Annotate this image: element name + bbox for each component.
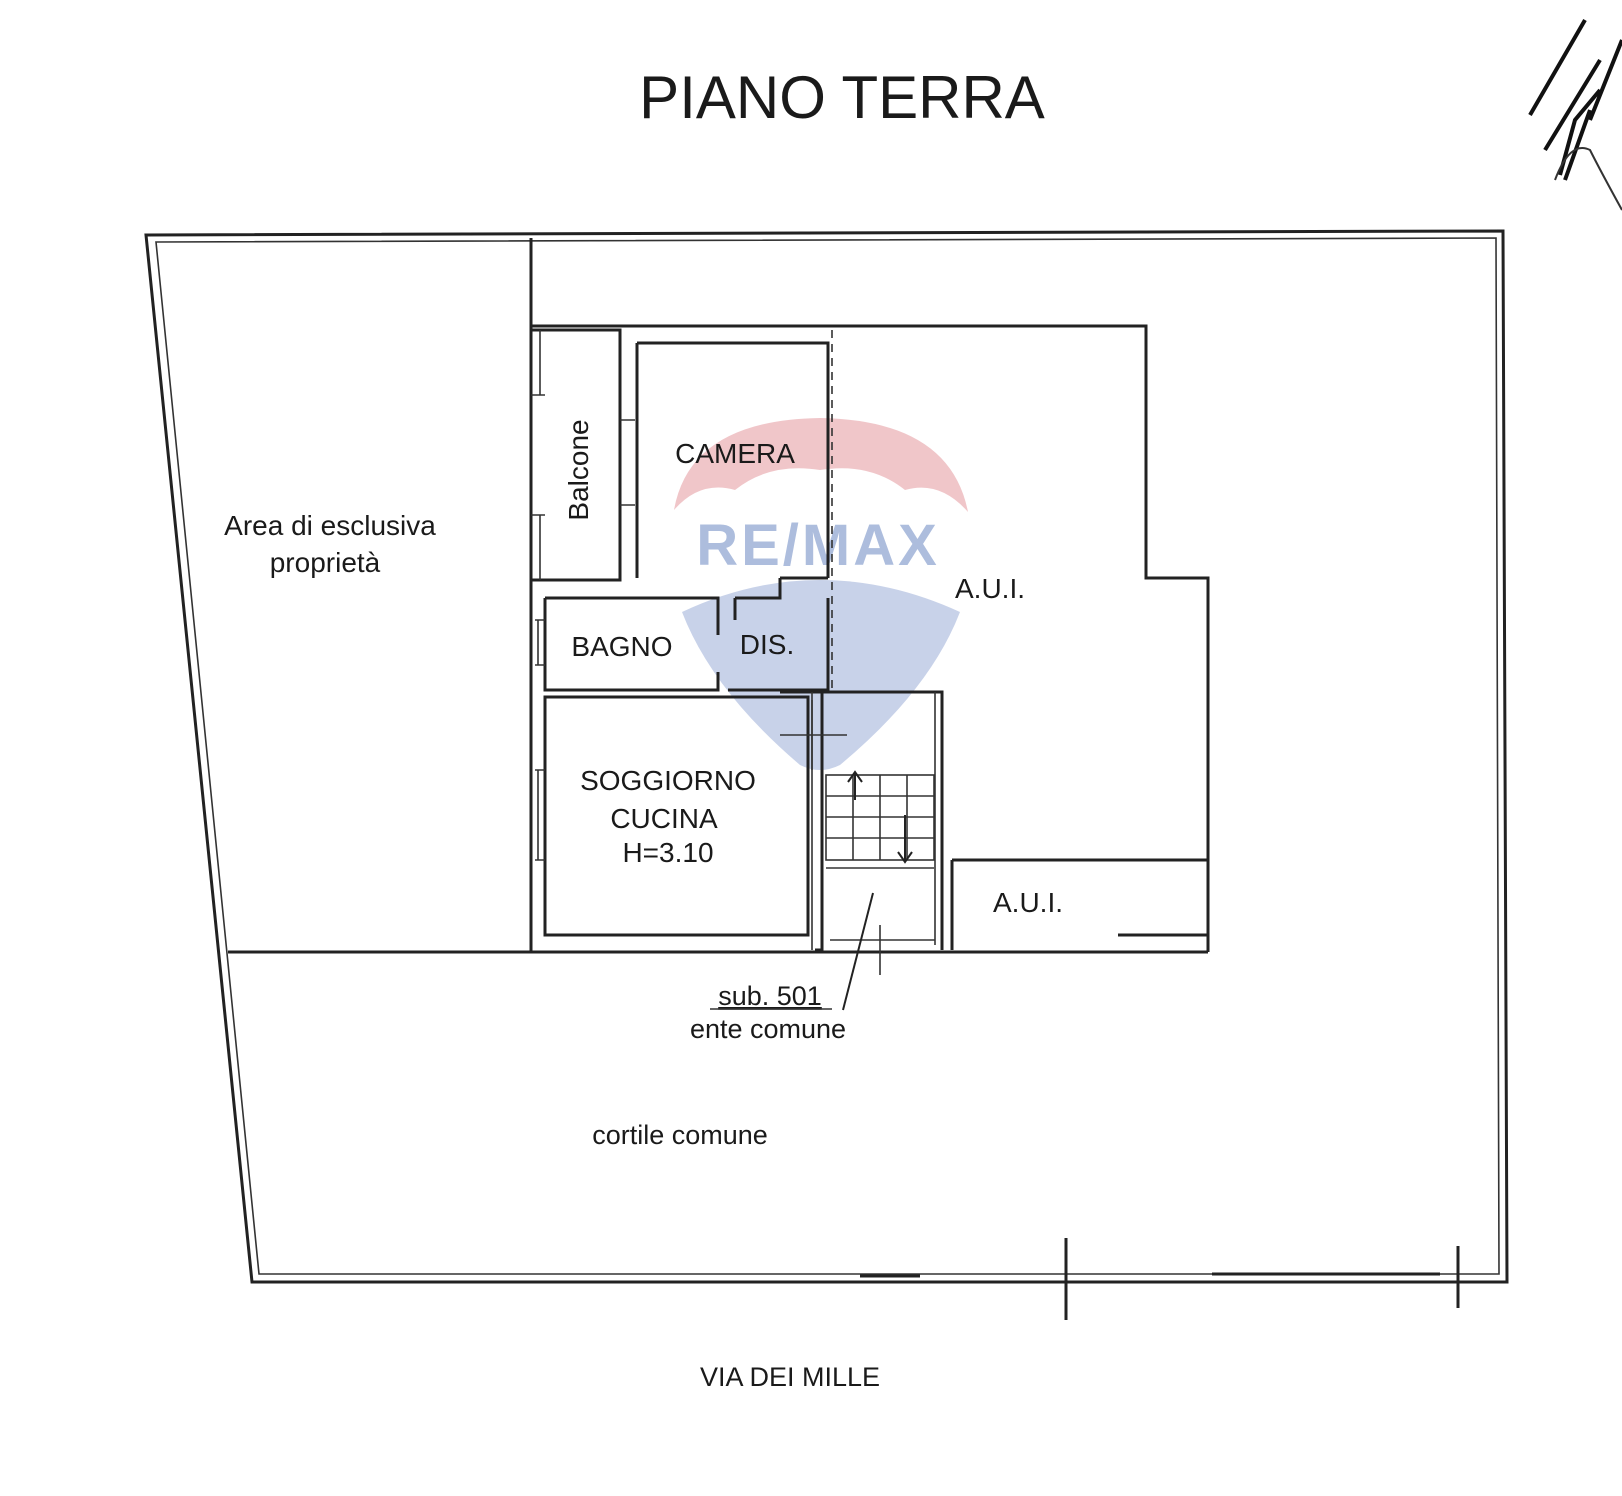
building-walls bbox=[531, 324, 1210, 952]
cortile-comune-label: cortile comune bbox=[592, 1120, 768, 1150]
stair-treads bbox=[825, 774, 935, 869]
stair-arrow-up-icon bbox=[847, 770, 863, 800]
sub-label: sub. 501 bbox=[718, 981, 822, 1011]
watermark-balloon-top bbox=[674, 418, 968, 512]
dis-label: DIS. bbox=[740, 629, 794, 660]
bagno-label: BAGNO bbox=[571, 631, 672, 662]
lot-boundary bbox=[144, 229, 1509, 1284]
street-label: VIA DEI MILLE bbox=[700, 1362, 880, 1392]
balcone-label: Balcone bbox=[563, 419, 594, 520]
aui-upper-label: A.U.I. bbox=[955, 573, 1025, 604]
height-label: H=3.10 bbox=[622, 837, 713, 868]
gate-marks bbox=[860, 1238, 1460, 1320]
page-title: PIANO TERRA bbox=[639, 64, 1045, 131]
watermark-text: RE/MAX bbox=[696, 513, 940, 578]
soggiorno-label: SOGGIORNO bbox=[580, 765, 756, 796]
sub-leader-line bbox=[842, 892, 874, 1011]
watermark-balloon-bottom bbox=[682, 580, 960, 770]
ente-comune-label: ente comune bbox=[690, 1014, 846, 1044]
remax-watermark: RE/MAX bbox=[674, 418, 968, 770]
aui-lower-label: A.U.I. bbox=[993, 887, 1063, 918]
area-esclusiva-label-2: proprietà bbox=[270, 547, 381, 578]
stair-arrow-down-icon bbox=[897, 815, 913, 864]
area-esclusiva-label: Area di esclusiva bbox=[224, 510, 436, 541]
cucina-label: CUCINA bbox=[610, 803, 718, 834]
camera-label: CAMERA bbox=[675, 438, 795, 469]
signature-mark bbox=[1528, 18, 1622, 211]
